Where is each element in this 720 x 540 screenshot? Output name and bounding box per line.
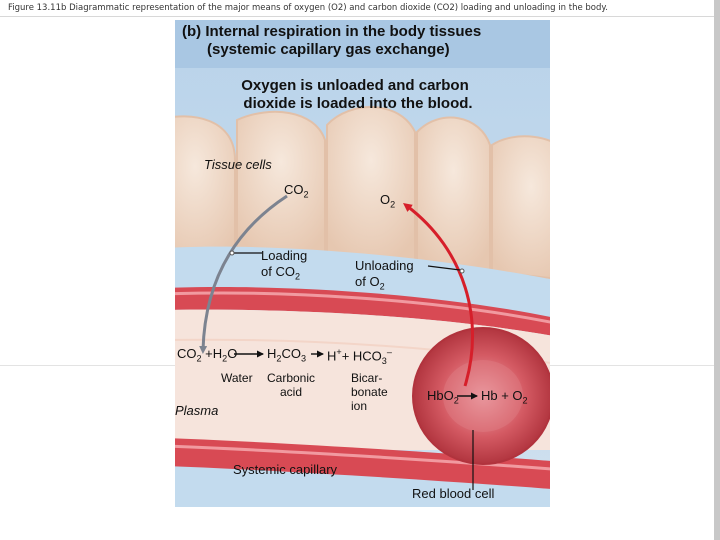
figure-caption: Figure 13.11b Diagrammatic representatio… — [8, 3, 608, 13]
diagram-artwork — [175, 20, 550, 507]
panel-title-line1: (b) Internal respiration in the body tis… — [182, 23, 482, 40]
o2-label: O2 — [380, 192, 396, 210]
water-label: Water — [221, 371, 253, 385]
loading-label: Loading of CO2 — [261, 248, 308, 282]
unloading-label: Unloading of O2 — [355, 258, 414, 292]
subtitle-line2: dioxide is loaded into the blood. — [243, 95, 473, 112]
top-divider — [0, 16, 720, 17]
bicarbonate-label: Bicar- bonate ion — [351, 371, 388, 413]
right-edge-bar — [714, 0, 720, 540]
o2-unloading-arrow — [403, 202, 475, 387]
carbonic-acid-label: Carbonic acid — [266, 371, 316, 399]
subtitle-line1: Oxygen is unloaded and carbon — [241, 77, 469, 94]
title-band — [175, 20, 550, 68]
red-blood-cell-art — [412, 327, 550, 465]
equation-reactants: CO2 +H2O — [177, 346, 238, 364]
plasma-label: Plasma — [175, 403, 219, 418]
red-blood-cell-label: Red blood cell — [412, 486, 495, 501]
panel-title-line2: (systemic capillary gas exchange) — [207, 41, 450, 58]
hb-plus-o2-label: Hb + O2 — [481, 388, 528, 406]
co2-loading-arrow — [199, 194, 288, 354]
systemic-capillary-label: Systemic capillary — [233, 462, 338, 477]
equation-products: H++ HCO3– — [327, 347, 392, 366]
diagram-panel: (b) Internal respiration in the body tis… — [175, 20, 550, 507]
equation-carbonic-acid: H2CO3 — [267, 346, 307, 364]
tissue-cells-label: Tissue cells — [204, 157, 272, 172]
hbo2-label: HbO2 — [427, 388, 459, 406]
co2-label: CO2 — [284, 182, 309, 200]
